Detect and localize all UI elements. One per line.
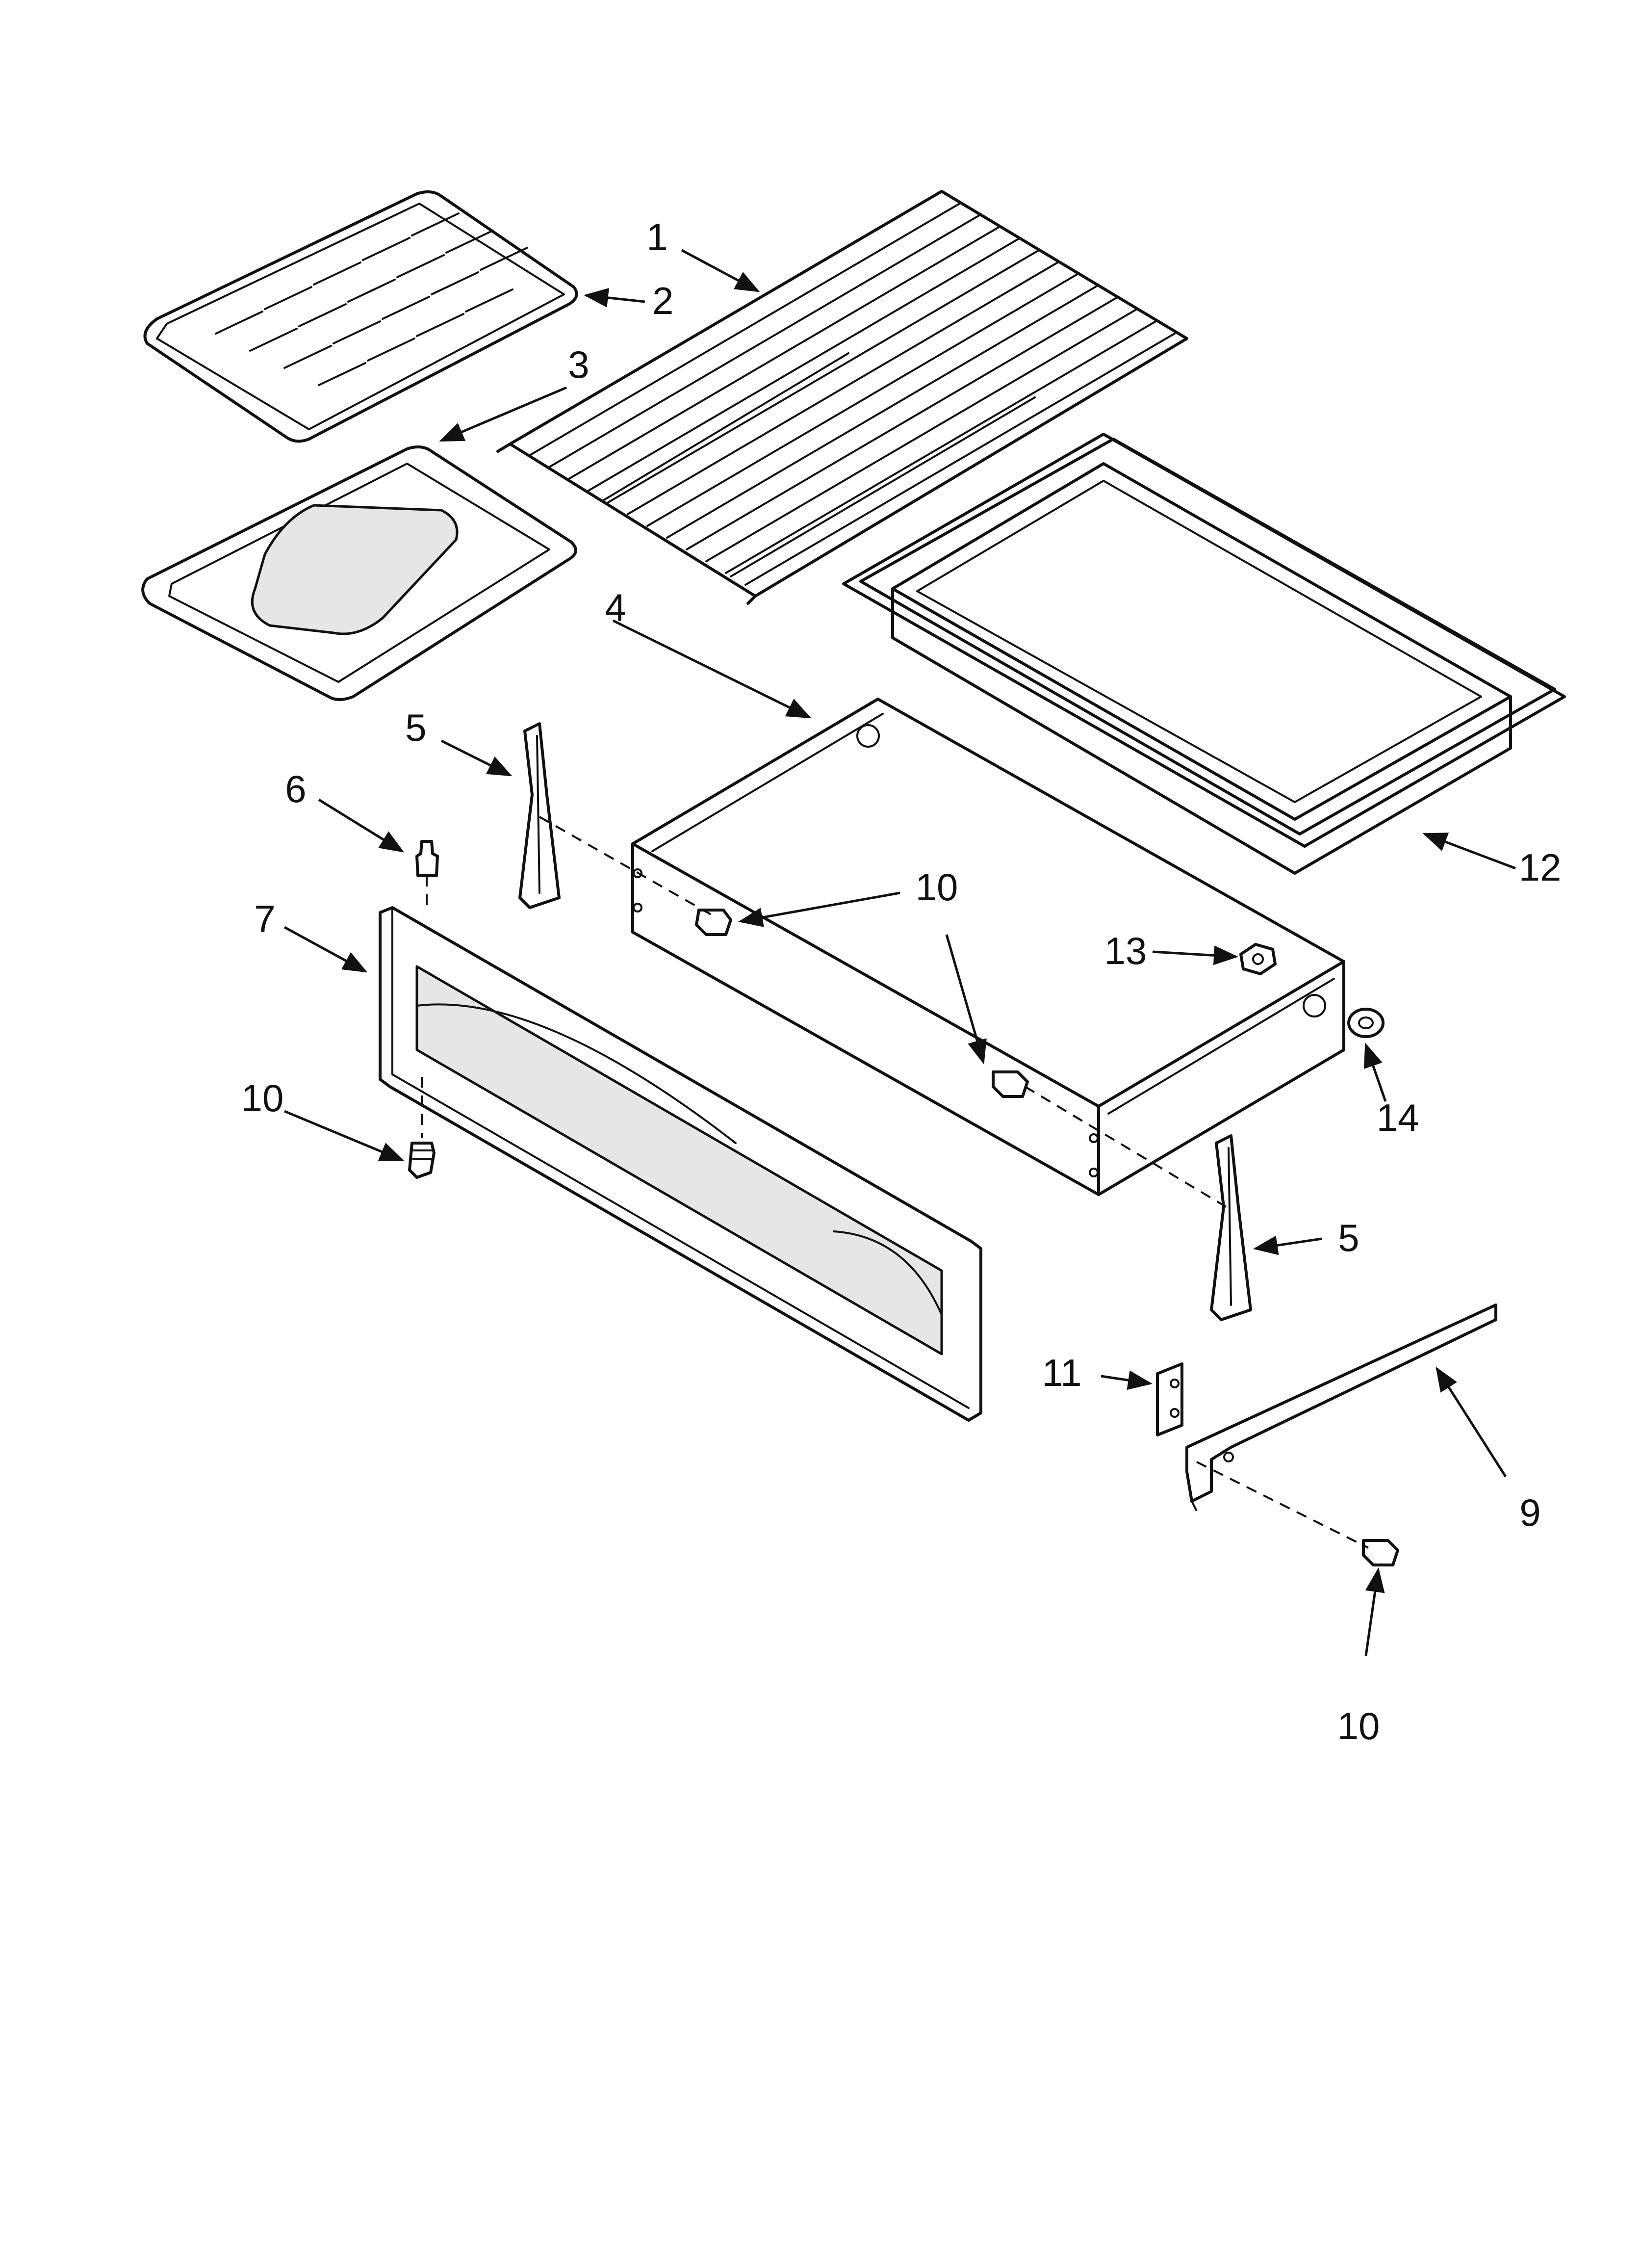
alignment-lines xyxy=(421,816,1369,1549)
callout-2: 2 xyxy=(652,279,673,322)
drawer-front-panel-part xyxy=(379,906,982,1422)
roller-part xyxy=(1347,1008,1385,1038)
drawer-slide-right-part xyxy=(1210,1134,1252,1321)
rail-part xyxy=(1185,1303,1497,1503)
broiler-grid-part xyxy=(143,190,578,443)
callout-7: 7 xyxy=(254,897,275,940)
callout-9: 9 xyxy=(1519,1491,1540,1534)
leader-lines xyxy=(283,249,1516,1656)
callout-labels: 1 2 3 4 5 6 7 10 12 13 14 5 10 11 9 10 xyxy=(241,215,1562,1747)
callout-3: 3 xyxy=(568,343,589,386)
callout-12: 12 xyxy=(1519,846,1562,889)
callout-5-upper: 5 xyxy=(405,706,426,749)
screw-part-b xyxy=(695,909,732,936)
callout-14: 14 xyxy=(1377,1096,1419,1139)
bracket-part xyxy=(1156,1362,1183,1436)
callout-5-lower: 5 xyxy=(1338,1216,1359,1259)
screw-part-d xyxy=(1362,1539,1399,1566)
broiler-pan-part xyxy=(141,445,577,701)
callout-1: 1 xyxy=(646,215,667,259)
callout-4: 4 xyxy=(605,586,626,629)
oven-rack-part xyxy=(496,190,1188,605)
stop-pin-part xyxy=(415,840,439,877)
drawer-slide-left-part xyxy=(518,722,561,909)
callout-11: 11 xyxy=(1042,1351,1082,1394)
screw-part-c xyxy=(992,1070,1029,1098)
callout-10-left: 10 xyxy=(241,1076,284,1120)
callout-10-bottom: 10 xyxy=(1337,1704,1380,1747)
screw-part-a xyxy=(408,1142,436,1179)
callout-10-upper: 10 xyxy=(916,865,958,909)
drawer-body-part xyxy=(631,698,1345,1196)
hex-nut-part xyxy=(1239,943,1277,975)
drawer-pan-part xyxy=(842,433,1566,875)
callout-6: 6 xyxy=(285,767,306,810)
callout-13: 13 xyxy=(1104,929,1147,972)
